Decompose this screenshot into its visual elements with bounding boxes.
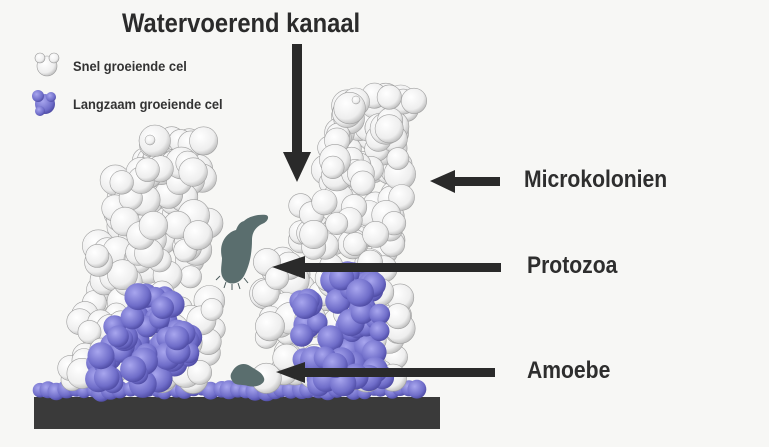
fast-cell xyxy=(299,220,329,250)
fast-cell xyxy=(77,320,102,344)
slow-cell xyxy=(87,342,115,370)
fast-cell xyxy=(333,91,366,125)
fast-cell xyxy=(400,87,427,114)
fast-cell xyxy=(109,170,134,195)
fast-cell xyxy=(325,212,349,236)
fast-cell xyxy=(362,220,390,248)
protozoa-icon xyxy=(215,214,269,290)
amoeba-icon xyxy=(230,364,265,387)
microcolony-left xyxy=(57,124,226,398)
slow-cell xyxy=(120,305,145,330)
fast-cell xyxy=(374,114,404,144)
slow-cell xyxy=(292,293,318,320)
slow-cell xyxy=(307,312,328,333)
slow-cell xyxy=(124,283,152,311)
fast-cell xyxy=(135,157,160,182)
arrow-icon xyxy=(283,44,311,182)
fast-cell xyxy=(187,359,213,385)
fast-cell xyxy=(107,259,138,291)
arrow-icon xyxy=(276,362,495,383)
legend-fast-label: Snel groeiende cel xyxy=(73,58,187,74)
slow-cell xyxy=(164,325,190,351)
slow-cell xyxy=(93,364,120,391)
slow-cell xyxy=(350,300,374,325)
fast-cell xyxy=(255,311,285,342)
slow-cell xyxy=(369,321,390,342)
microcolony-right xyxy=(249,82,427,397)
label-protozoa: Protozoa xyxy=(527,252,618,279)
fast-cell xyxy=(189,126,219,156)
label-amoeba: Amoebe xyxy=(527,357,611,384)
substrate-layer xyxy=(34,397,440,429)
fast-cell xyxy=(138,211,168,241)
fast-cell xyxy=(200,298,224,321)
fast-cell xyxy=(183,220,214,251)
diagram-title: Watervoerend kanaal xyxy=(122,8,361,38)
fast-cell xyxy=(311,189,338,216)
slow-cell xyxy=(120,356,147,383)
label-microcolonies: Microkolonien xyxy=(524,166,668,193)
slow-cell xyxy=(151,296,175,319)
arrow-icon xyxy=(430,170,500,193)
legend-slow-label: Langzaam groeiende cel xyxy=(73,96,223,112)
fast-cell xyxy=(376,84,402,110)
fast-cell xyxy=(85,243,110,268)
slow-cell xyxy=(317,325,344,352)
slow-cell xyxy=(369,303,391,325)
arrow-icon xyxy=(272,256,501,279)
slow-cell xyxy=(290,323,314,347)
fast-cell xyxy=(321,155,345,179)
fast-cell xyxy=(350,170,376,196)
slow-cell xyxy=(407,379,427,399)
fast-cell xyxy=(178,157,208,187)
slow-cell xyxy=(346,278,374,307)
fast-cell xyxy=(179,265,202,289)
fast-cell xyxy=(386,147,410,170)
slow-cell xyxy=(107,325,129,348)
